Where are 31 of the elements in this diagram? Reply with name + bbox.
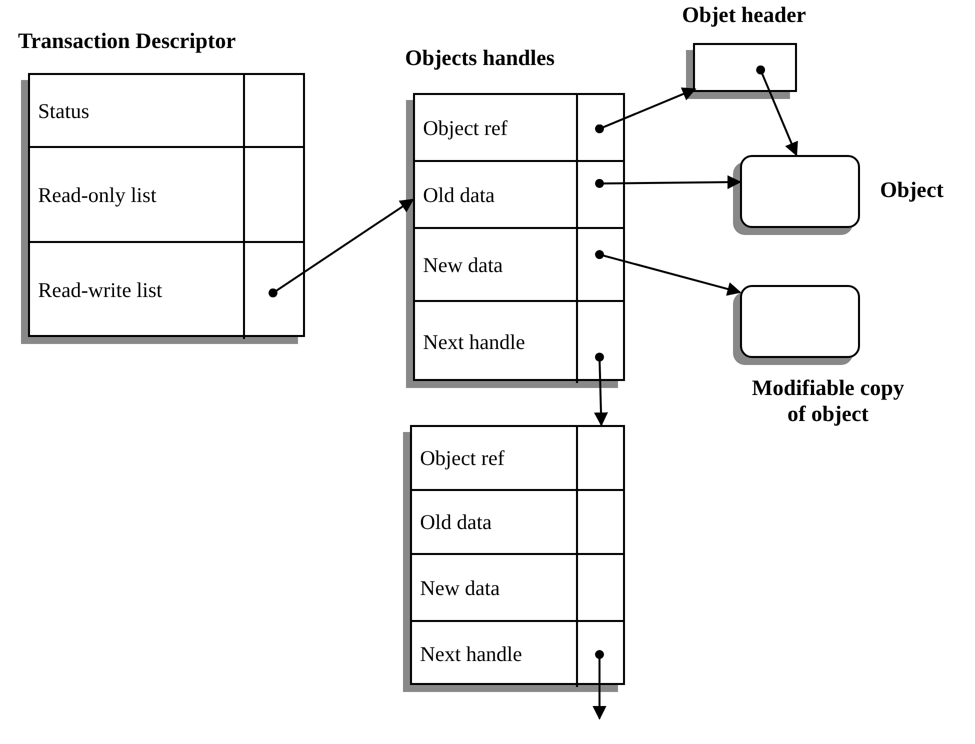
row-label: New data [420,576,500,600]
table-row [30,75,303,148]
box-label: Modifiable copy of object [750,375,906,427]
pointer-arrow [595,175,742,190]
row-label: Read-only list [38,183,156,207]
pointer-arrow [268,198,414,298]
table-title: Objects handles [405,45,555,71]
table-row [415,162,623,229]
table-row [415,95,623,162]
table-row [412,427,623,491]
pointer-arrow [594,352,608,426]
table-row [412,491,623,555]
table-title: Transaction Descriptor [18,28,236,54]
pointer-arrow [595,250,742,296]
table-row [412,555,623,622]
row-label: Next handle [423,330,526,354]
row-label: Old data [420,510,492,534]
box-label: Objet header [682,2,806,28]
row-label: New data [423,253,503,277]
table-row [415,229,623,302]
table-row [30,148,303,243]
pointer-arrow [592,650,606,720]
row-label: Old data [423,183,495,207]
row-label: Object ref [423,116,508,140]
row-label: Status [38,99,90,123]
pointer-arrow [595,87,696,134]
row-label: Next handle [420,642,522,666]
row-label: Object ref [420,446,505,470]
pointer-arrow [756,65,798,156]
row-label: Read-write list [38,278,162,302]
box-label: Object [880,177,944,203]
